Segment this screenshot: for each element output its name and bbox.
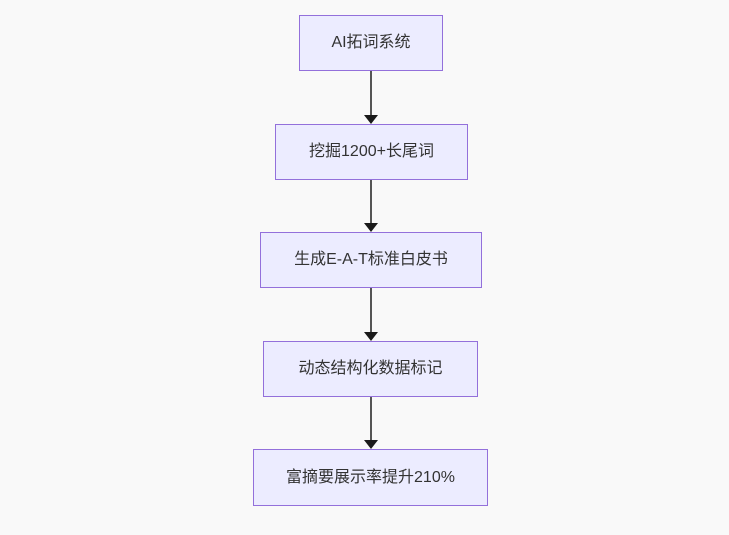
flowchart-node-longtail-keywords: 挖掘1200+长尾词 [275, 124, 468, 180]
arrow-line [370, 397, 372, 440]
arrow-line [370, 180, 372, 223]
flowchart-node-rich-snippet-result: 富摘要展示率提升210% [253, 449, 488, 506]
node-label: 富摘要展示率提升210% [286, 468, 455, 486]
node-label: 生成E-A-T标准白皮书 [294, 251, 448, 269]
node-label: 挖掘1200+长尾词 [309, 143, 434, 161]
arrow-line [370, 288, 372, 332]
arrowhead-down-icon [364, 223, 378, 232]
flowchart-node-structured-data: 动态结构化数据标记 [263, 341, 478, 397]
flowchart-node-ai-system: AI拓词系统 [299, 15, 443, 71]
node-label: 动态结构化数据标记 [298, 360, 443, 378]
flow-arrow-2 [364, 180, 378, 232]
arrowhead-down-icon [364, 440, 378, 449]
arrowhead-down-icon [364, 332, 378, 341]
arrow-line [370, 71, 372, 115]
flow-arrow-1 [364, 71, 378, 124]
node-label: AI拓词系统 [331, 34, 411, 52]
flowchart-node-eat-whitepaper: 生成E-A-T标准白皮书 [260, 232, 482, 288]
arrowhead-down-icon [364, 115, 378, 124]
flow-arrow-3 [364, 288, 378, 341]
flow-arrow-4 [364, 397, 378, 449]
